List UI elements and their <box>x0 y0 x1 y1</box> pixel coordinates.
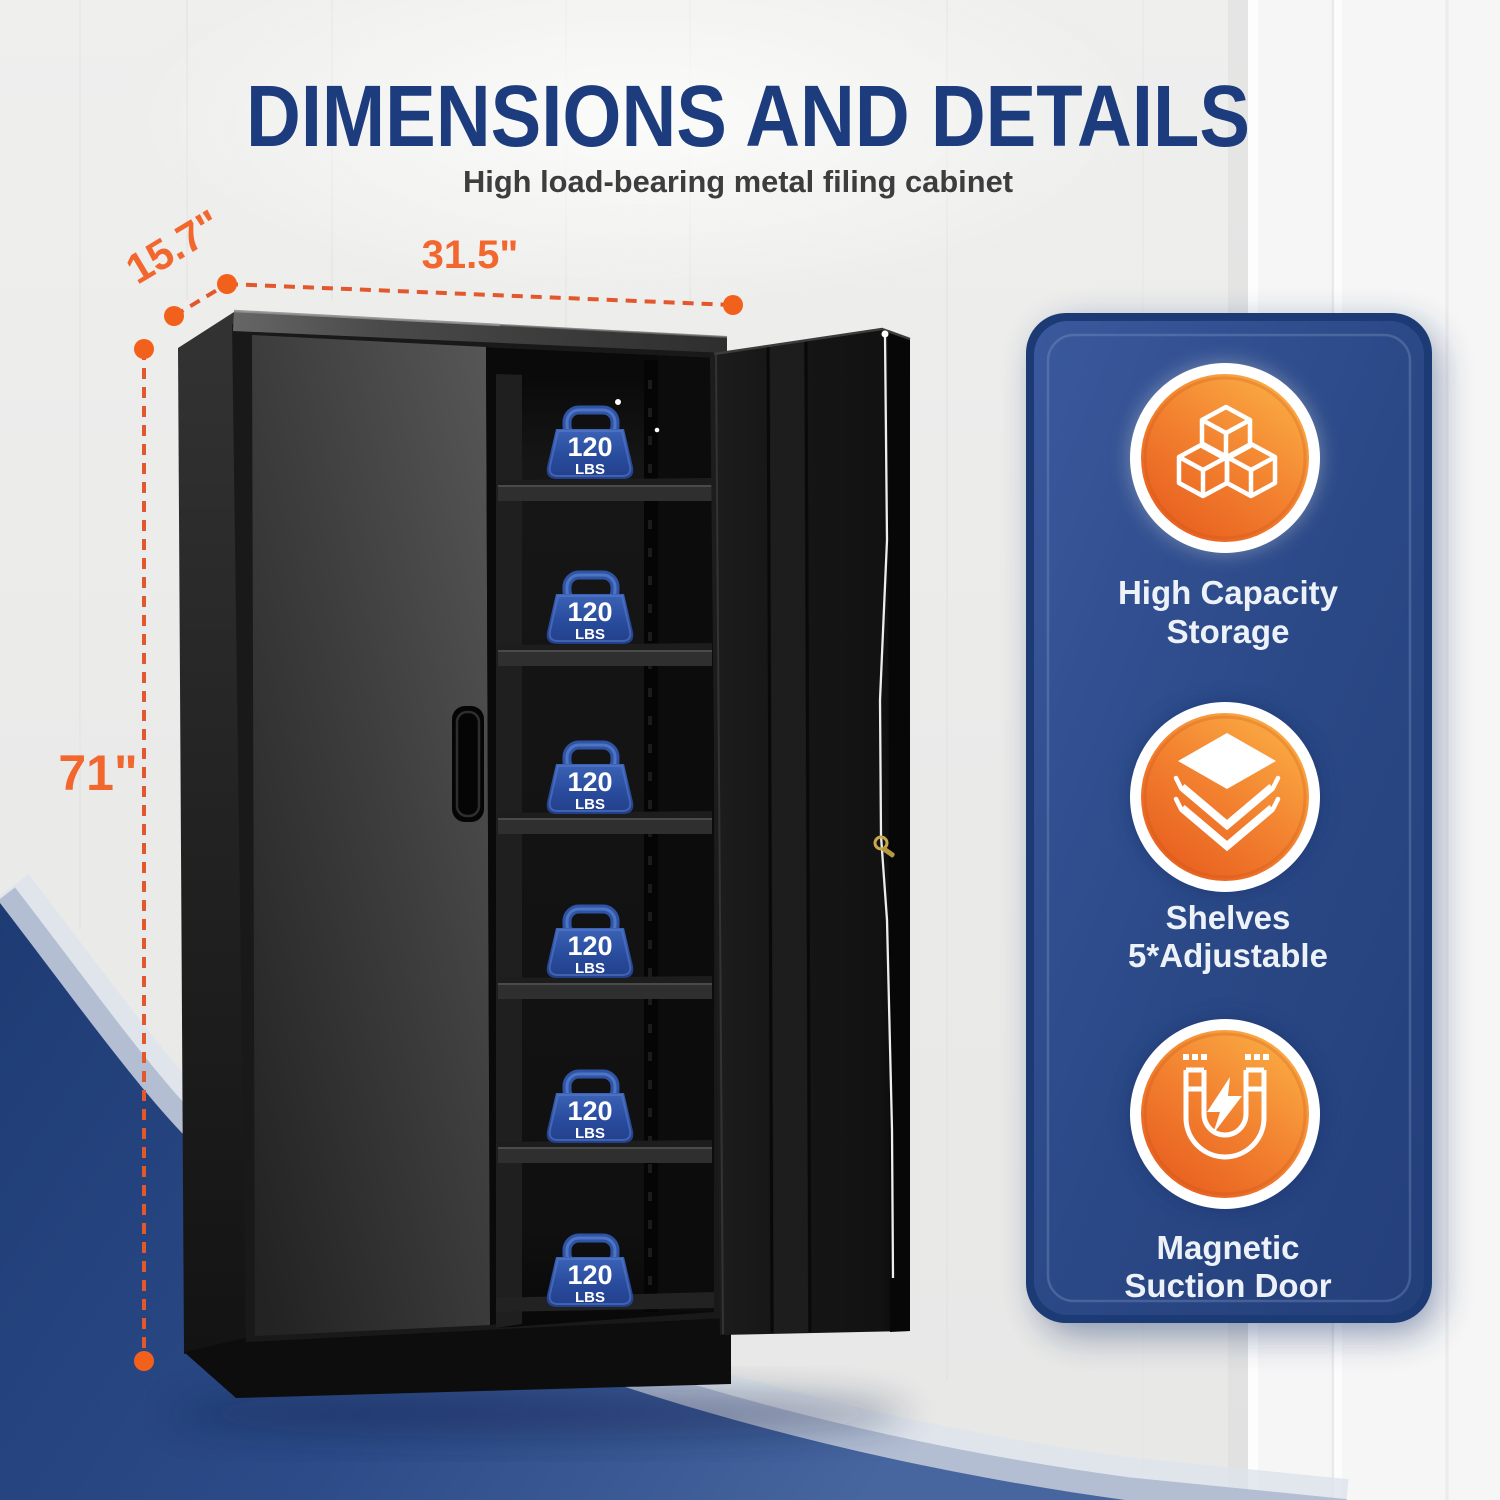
svg-text:Shelves: Shelves <box>1166 899 1291 936</box>
svg-text:71": 71" <box>58 745 137 801</box>
svg-text:Suction Door: Suction Door <box>1124 1267 1331 1304</box>
svg-text:Storage: Storage <box>1167 613 1290 650</box>
svg-text:Magnetic: Magnetic <box>1156 1229 1299 1266</box>
svg-text:High load-bearing metal filing: High load-bearing metal filing cabinet <box>463 164 1013 199</box>
svg-text:5*Adjustable: 5*Adjustable <box>1128 937 1328 974</box>
svg-text:DIMENSIONS AND DETAILS: DIMENSIONS AND DETAILS <box>246 68 1250 165</box>
svg-text:High Capacity: High Capacity <box>1118 574 1339 611</box>
svg-text:31.5": 31.5" <box>422 233 519 277</box>
